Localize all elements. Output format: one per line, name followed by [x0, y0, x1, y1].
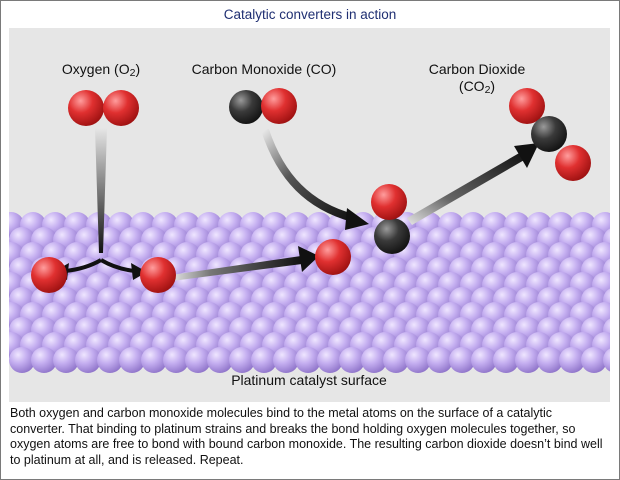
oxygen-label-close: ) — [135, 61, 141, 77]
platinum-atom — [603, 348, 610, 372]
bound-carbon-monoxide — [371, 184, 410, 254]
carbon-dioxide-formula-subscript: 2 — [484, 84, 491, 96]
migrating-oxygen-atom — [315, 239, 351, 275]
oxygen-atom — [68, 90, 104, 126]
carbon-dioxide-label-line1: Carbon Dioxide — [428, 61, 526, 77]
platinum-atom — [229, 347, 255, 373]
figure-caption: Both oxygen and carbon monoxide molecule… — [10, 406, 603, 467]
oxygen-atom — [103, 90, 139, 126]
co-adsorption-arrow — [261, 128, 369, 230]
platinum-atom — [251, 347, 277, 373]
platinum-atom — [53, 347, 79, 373]
platinum-atom — [97, 347, 123, 373]
platinum-atom — [9, 347, 35, 373]
co2-release-arrow — [407, 143, 539, 225]
platinum-atom — [559, 347, 585, 373]
platinum-atom — [383, 347, 409, 373]
platinum-atom — [339, 347, 365, 373]
platinum-atom — [75, 347, 101, 373]
oxygen-atom — [371, 184, 407, 220]
platinum-atom — [515, 347, 541, 373]
carbon-atom — [531, 116, 567, 152]
platinum-atom — [427, 347, 453, 373]
adsorbed-oxygen-atom — [31, 257, 67, 293]
carbon-dioxide-label-line2: (CO2) — [417, 78, 537, 99]
carbon-atom — [229, 90, 263, 124]
oxygen-migration-arrow — [171, 246, 319, 281]
platinum-atom — [493, 347, 519, 373]
adsorbed-oxygen-atom — [140, 257, 176, 293]
platinum-atom — [471, 347, 497, 373]
platinum-atom — [449, 347, 475, 373]
diagram-panel: Oxygen (O2) Carbon Monoxide (CO) Carbon … — [9, 28, 610, 402]
oxygen-molecule — [68, 90, 139, 126]
surface-label: Platinum catalyst surface — [231, 372, 387, 388]
platinum-atom — [361, 347, 387, 373]
platinum-atom — [119, 347, 145, 373]
oxygen-atom — [261, 88, 297, 124]
carbon-atom — [374, 218, 410, 254]
platinum-atom — [273, 347, 299, 373]
platinum-atom — [207, 347, 233, 373]
platinum-atom — [141, 347, 167, 373]
platinum-atom — [185, 347, 211, 373]
carbon-dioxide-molecule — [509, 88, 591, 181]
platinum-atom — [537, 347, 563, 373]
oxygen-label-text: Oxygen (O — [61, 61, 130, 77]
oxygen-atom — [555, 145, 591, 181]
platinum-atom — [317, 347, 343, 373]
carbon-dioxide-formula-text: (CO — [458, 78, 485, 94]
carbon-dioxide-label: Carbon Dioxide (CO2) — [417, 61, 537, 99]
platinum-lattice — [9, 212, 610, 373]
platinum-atom — [31, 347, 57, 373]
carbon-monoxide-molecule — [229, 88, 297, 124]
oxygen-label: Oxygen (O2) — [51, 61, 151, 79]
diagram-canvas — [9, 28, 610, 402]
carbon-monoxide-label: Carbon Monoxide (CO) — [191, 61, 337, 77]
oxygen-label-subscript: 2 — [129, 67, 136, 79]
carbon-dioxide-formula-close: ) — [490, 78, 496, 94]
figure-title: Catalytic converters in action — [223, 7, 397, 22]
platinum-atom — [581, 347, 607, 373]
platinum-atom — [163, 347, 189, 373]
oxygen-atom — [509, 88, 545, 124]
platinum-atom — [405, 347, 431, 373]
platinum-atom — [295, 347, 321, 373]
